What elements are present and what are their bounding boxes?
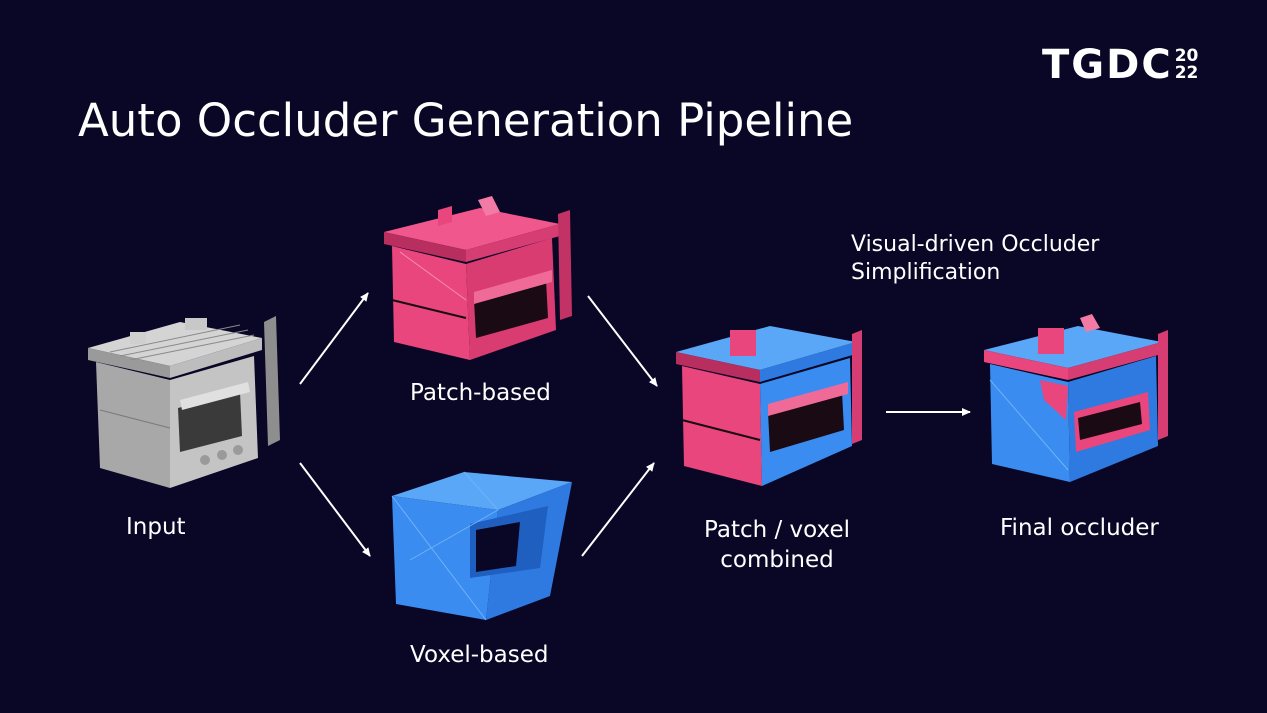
voxel-model-image xyxy=(391,471,572,621)
final-model-image xyxy=(984,314,1168,482)
combined-model-image xyxy=(676,326,862,486)
voxel-label: Voxel-based xyxy=(410,642,549,668)
logo-year: 20 22 xyxy=(1175,48,1199,82)
input-model-image xyxy=(88,316,280,488)
arrow-input-to-voxel xyxy=(299,462,371,557)
combined-label-line1: Patch / voxel xyxy=(704,517,850,543)
patch-label: Patch-based xyxy=(410,380,551,406)
combined-label: Patch / voxel combined xyxy=(700,515,854,575)
simplification-note: Visual-driven Occluder Simplification xyxy=(851,232,1100,285)
arrow-voxel-to-combined xyxy=(581,462,655,557)
combined-label-line2: combined xyxy=(720,547,834,573)
final-label: Final occluder xyxy=(1000,515,1159,541)
patch-model-image xyxy=(384,196,572,360)
tgdc-logo: TGDC 20 22 xyxy=(1042,40,1198,90)
slide-title: Auto Occluder Generation Pipeline xyxy=(78,94,854,147)
arrow-input-to-patch xyxy=(299,292,369,385)
logo-year-bottom: 22 xyxy=(1174,63,1199,83)
logo-year-top: 20 xyxy=(1174,46,1199,66)
logo-text: TGDC xyxy=(1042,42,1173,88)
input-label: Input xyxy=(126,514,186,540)
arrow-patch-to-combined xyxy=(587,295,658,387)
